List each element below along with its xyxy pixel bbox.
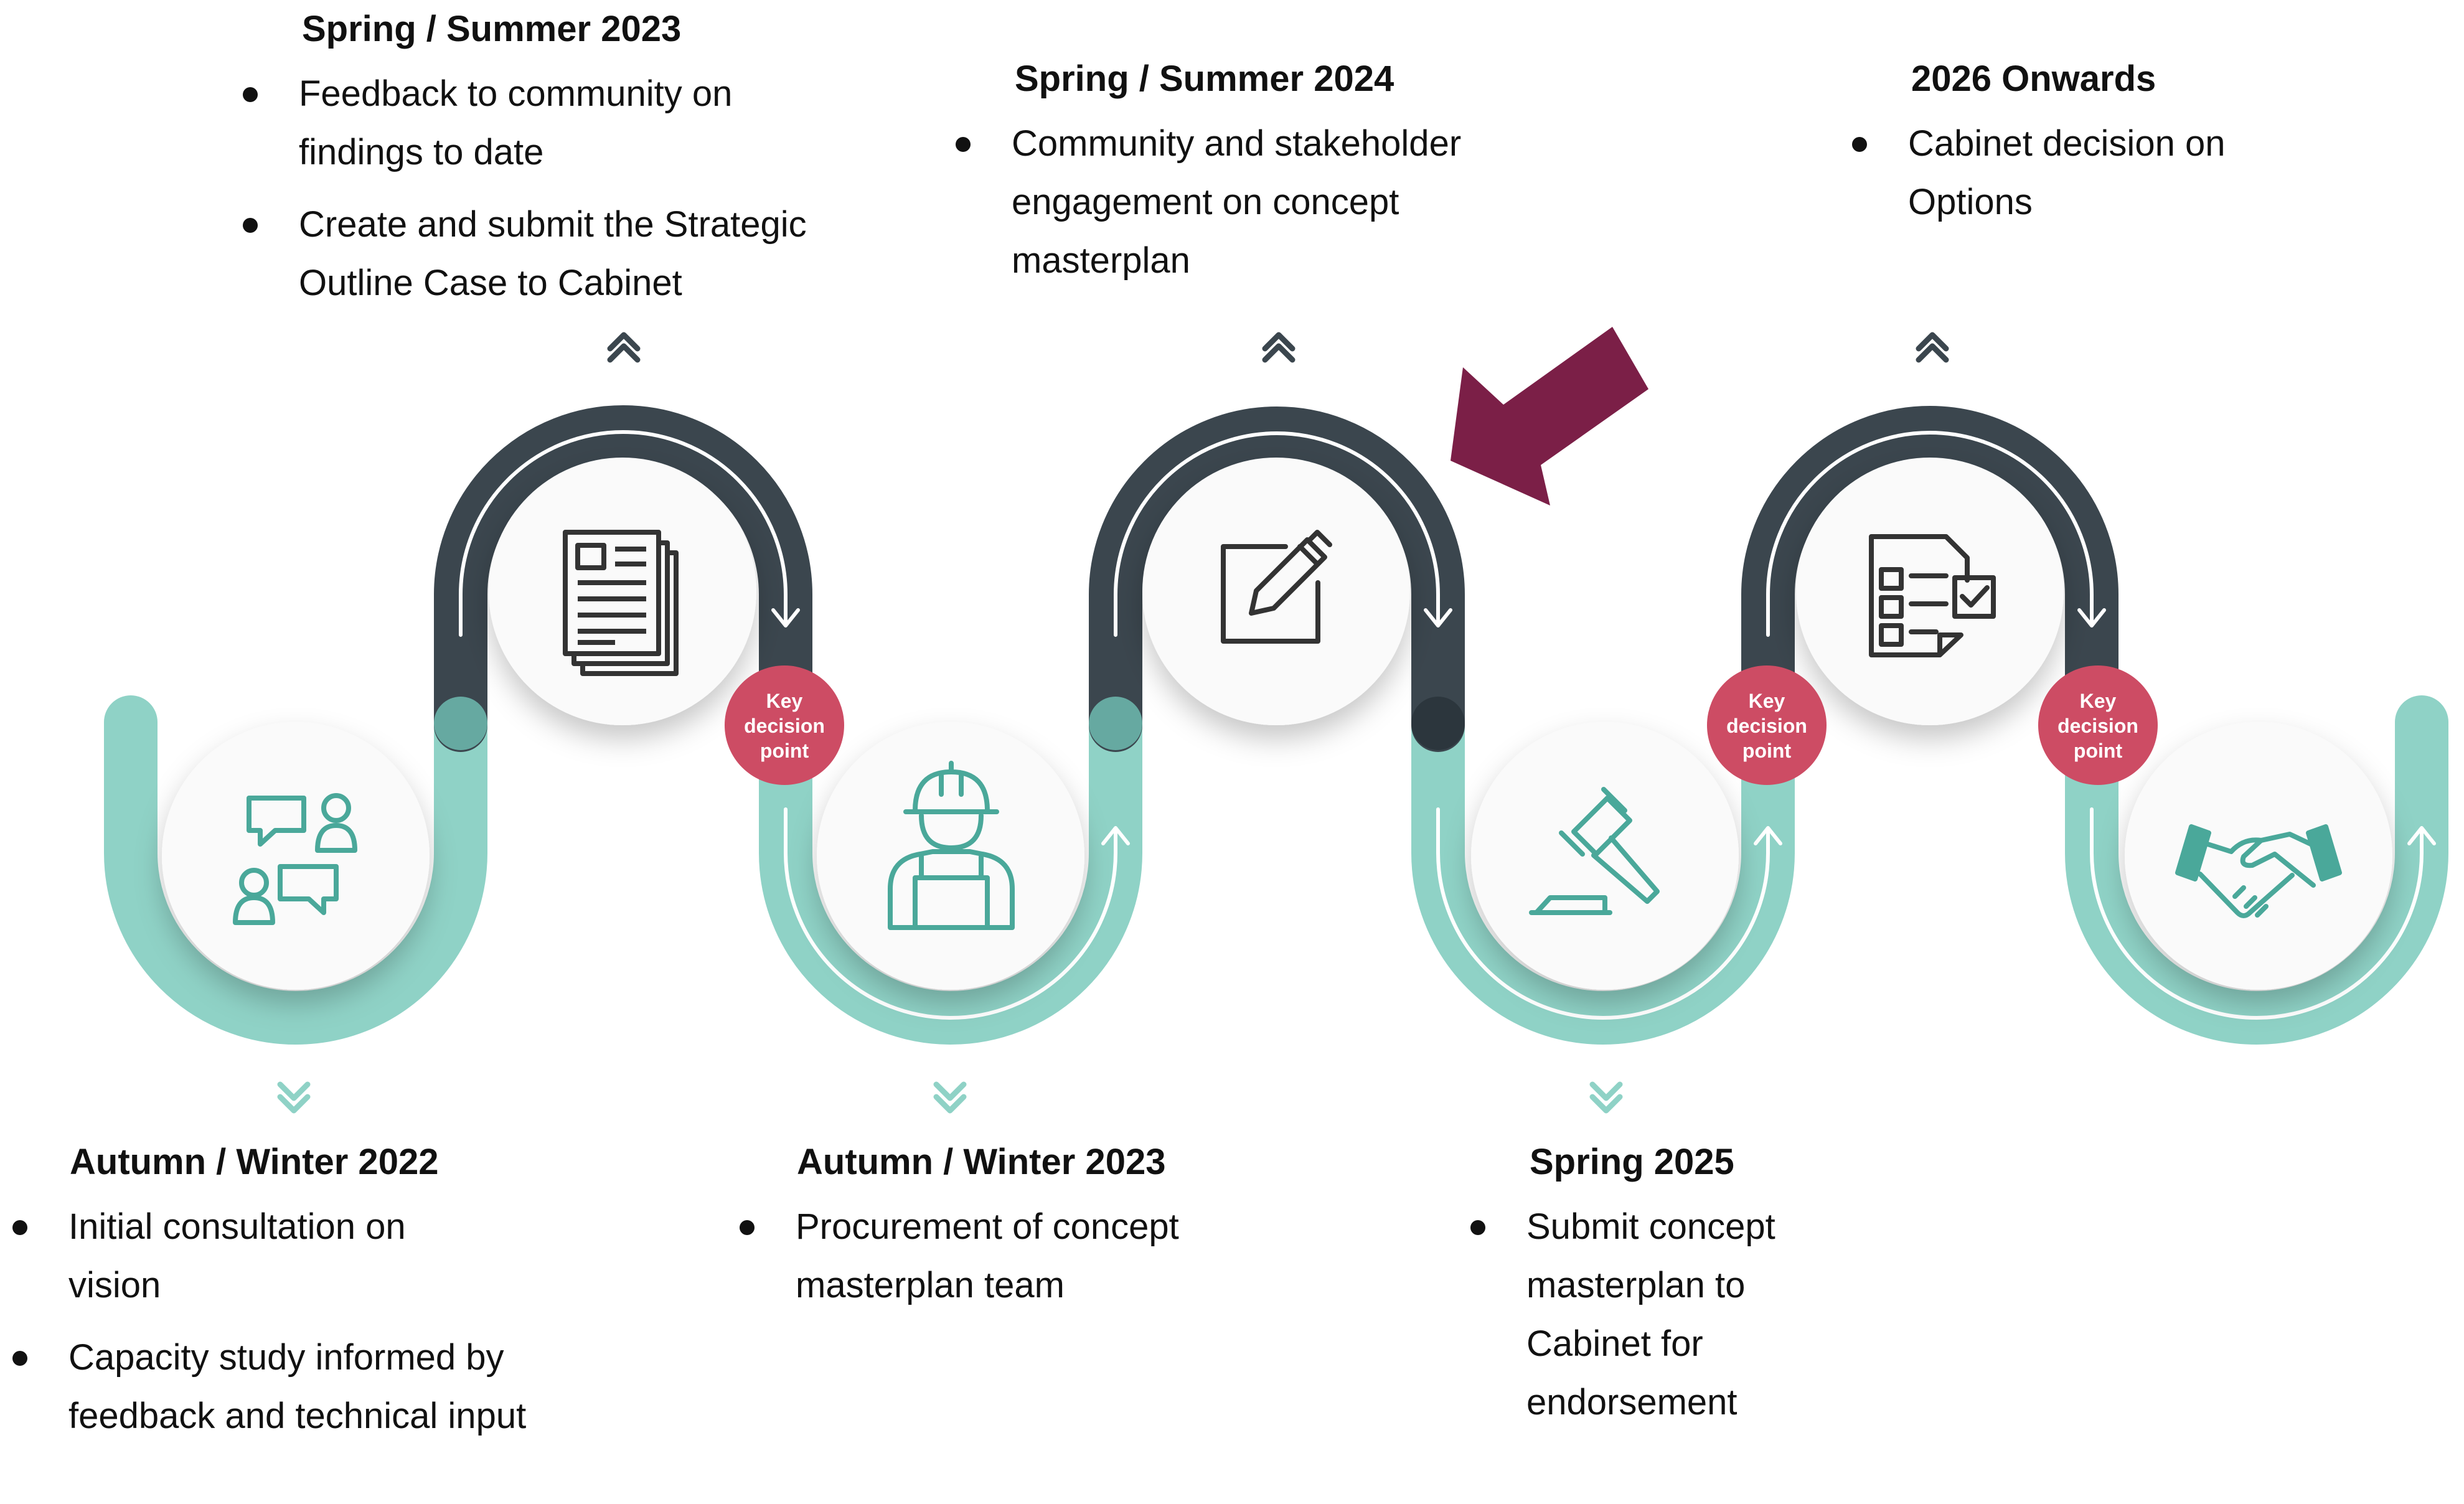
circle-consultation <box>162 722 430 990</box>
list-item: Procurement of concept masterplan team <box>727 1198 1182 1315</box>
stage-items: Community and stakeholder engagement on … <box>943 115 1566 290</box>
stage-autumn-winter-2022: Autumn / Winter 2022 Initial consultatio… <box>0 1140 560 1459</box>
chevron-up-icon <box>1262 332 1295 363</box>
guide-lines <box>459 430 2436 1020</box>
document-icon <box>563 530 679 676</box>
stage-items: Submit concept masterplan to Cabinet for… <box>1458 1198 2018 1432</box>
circle-handshake <box>2125 722 2392 990</box>
list-item: Cabinet decision on Options <box>1840 115 2269 232</box>
stage-title: Autumn / Winter 2022 <box>70 1142 439 1182</box>
consultation-chat-icon <box>233 793 357 925</box>
list-item: Community and stakeholder engagement on … <box>943 115 1510 290</box>
circle-edit <box>1142 458 1410 725</box>
stage-items: Initial consultation on vision Capacity … <box>0 1198 560 1445</box>
stage-items: Procurement of concept masterplan team <box>727 1198 1287 1315</box>
handshake-icon <box>2175 824 2342 918</box>
icon-circles <box>162 458 2392 990</box>
svg-text:point: point <box>1742 740 1792 762</box>
list-item: Submit concept masterplan to Cabinet for… <box>1458 1198 1850 1432</box>
stage-title: Spring / Summer 2023 <box>302 9 682 49</box>
stage-items: Cabinet decision on Options <box>1840 115 2400 232</box>
gavel-icon <box>1529 787 1660 915</box>
list-item: Initial consultation on vision <box>0 1198 442 1315</box>
stage-spring-summer-2023: Spring / Summer 2023 Feedback to communi… <box>230 7 853 326</box>
chevron-down-icon <box>1589 1081 1623 1114</box>
worker-icon <box>888 761 1015 930</box>
list-item: Feedback to community on findings to dat… <box>230 65 797 182</box>
stage-title: Autumn / Winter 2023 <box>797 1142 1166 1182</box>
svg-text:Key: Key <box>2080 690 2117 712</box>
svg-text:Key: Key <box>1749 690 1785 712</box>
up-chevrons <box>607 332 1949 363</box>
stage-autumn-winter-2023: Autumn / Winter 2023 Procurement of conc… <box>727 1140 1287 1328</box>
edit-note-icon <box>1221 530 1332 644</box>
stage-title: Spring 2025 <box>1530 1142 1734 1182</box>
circle-gavel <box>1471 722 1739 990</box>
circle-worker <box>817 722 1084 990</box>
svg-text:point: point <box>2074 740 2123 762</box>
list-item: Capacity study informed by feedback and … <box>0 1328 529 1445</box>
checklist-icon <box>1869 534 1996 657</box>
list-item: Create and submit the Strategic Outline … <box>230 195 822 313</box>
stage-spring-summer-2024: Spring / Summer 2024 Community and stake… <box>943 57 1566 304</box>
stage-2026-onwards: 2026 Onwards Cabinet decision on Options <box>1840 57 2400 245</box>
current-stage-arrow <box>1451 327 1648 505</box>
chevron-up-icon <box>1916 332 1949 363</box>
key-decision-badge: Key decision point <box>725 665 844 785</box>
svg-text:decision: decision <box>1726 715 1807 737</box>
key-decision-badge: Key decision point <box>2038 665 2158 785</box>
key-decision-badge: Key decision point <box>1707 665 1827 785</box>
svg-text:decision: decision <box>2057 715 2138 737</box>
chevron-up-icon <box>607 332 641 363</box>
chevron-down-icon <box>277 1081 311 1114</box>
circle-checklist <box>1796 458 2064 725</box>
svg-text:Key: Key <box>766 690 803 712</box>
circle-document <box>489 458 756 725</box>
track-junctions <box>434 697 1465 750</box>
svg-text:point: point <box>760 740 809 762</box>
svg-text:decision: decision <box>744 715 825 737</box>
chevron-down-icon <box>933 1081 967 1114</box>
stage-title: Spring / Summer 2024 <box>1015 59 1394 99</box>
stage-spring-2025: Spring 2025 Submit concept masterplan to… <box>1458 1140 2018 1445</box>
stage-title: 2026 Onwards <box>1911 59 2156 99</box>
stage-items: Feedback to community on findings to dat… <box>230 65 853 313</box>
down-chevrons <box>277 1081 1623 1114</box>
